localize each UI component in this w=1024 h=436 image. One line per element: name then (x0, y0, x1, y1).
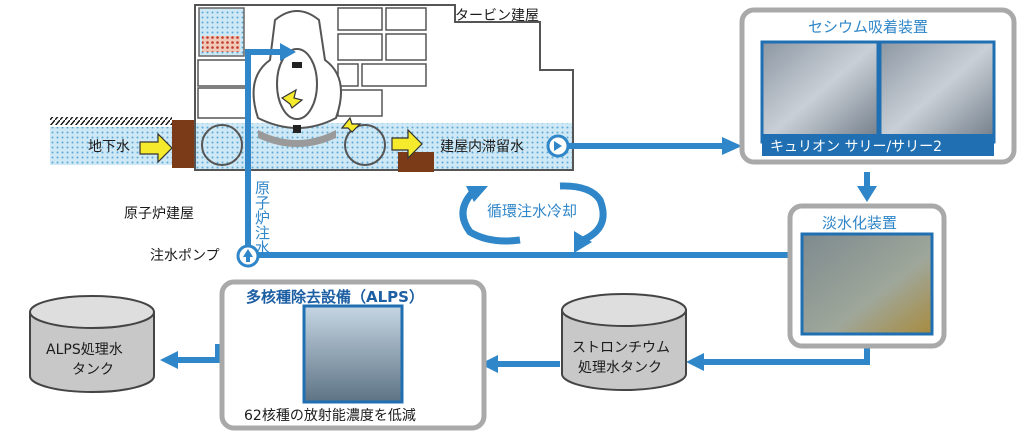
flow-line-desal-to-strontium (702, 346, 870, 365)
stagnant-water-label: 建屋内滞留水 (440, 139, 524, 155)
circulation-arrowheads (466, 186, 592, 253)
turbine-building-label: タービン建屋 (455, 8, 539, 24)
strontium-tank (561, 293, 687, 391)
groundwater-inflow-arrow (139, 132, 173, 164)
alps-tank-label-line1: ALPS処理水 (46, 342, 123, 358)
cesium-photo-left (760, 40, 880, 144)
cesium-title: セシウム吸着装置 (808, 18, 928, 36)
flow-line-injection (245, 49, 280, 248)
torus-right (344, 124, 386, 166)
cesium-caption: キュリオン サリー/サリー2 (770, 139, 942, 155)
cesium-caption-bar (762, 134, 994, 156)
injection-pump-icon (236, 244, 260, 268)
flow-line-alps-to-tank (176, 344, 221, 363)
injection-pump-label: 注水ポンプ (150, 248, 220, 264)
alps-photo (302, 304, 404, 404)
alps-treated-tank (29, 295, 155, 393)
stagnant-outflow-arrow (391, 128, 423, 160)
torus-left (201, 124, 243, 166)
ground-hatch (50, 117, 172, 125)
desalination-box (787, 203, 947, 349)
desalination-photo (800, 232, 934, 336)
alps-title: 多核種除去設備（ALPS） (246, 288, 424, 306)
cesium-adsorption-box (739, 7, 1017, 165)
alps-tank-label-line2: タンク (72, 362, 114, 378)
plant-buildings (50, 4, 574, 172)
reactor-injection-label: 原子炉注水 (253, 180, 271, 255)
trench-block (398, 152, 434, 172)
spent-fuel-rack (202, 36, 240, 52)
reactor-building-label: 原子炉建屋 (124, 206, 194, 222)
strontium-tank-label-line2: 処理水タンク (578, 360, 662, 376)
alps-box (219, 279, 487, 431)
yellow-arrows (139, 128, 423, 164)
desalination-title: 淡水化装置 (822, 214, 897, 232)
yellow-arrow-small (280, 88, 362, 133)
cesium-photo-right (878, 40, 996, 144)
building-wall (172, 120, 194, 168)
alps-caption: 62核種の放射能濃度を低減 (244, 407, 416, 424)
groundwater-label: 地下水 (88, 139, 130, 155)
circulation-cooling-arrows (459, 182, 607, 246)
flow-arrowheads (160, 43, 877, 373)
circulation-cooling-label: 循環注水冷却 (487, 202, 577, 220)
outlet-marker-icon (546, 134, 570, 158)
flow-lines (176, 49, 870, 367)
building-outline (194, 4, 574, 171)
strontium-tank-label-line1: ストロンチウム (572, 340, 670, 356)
